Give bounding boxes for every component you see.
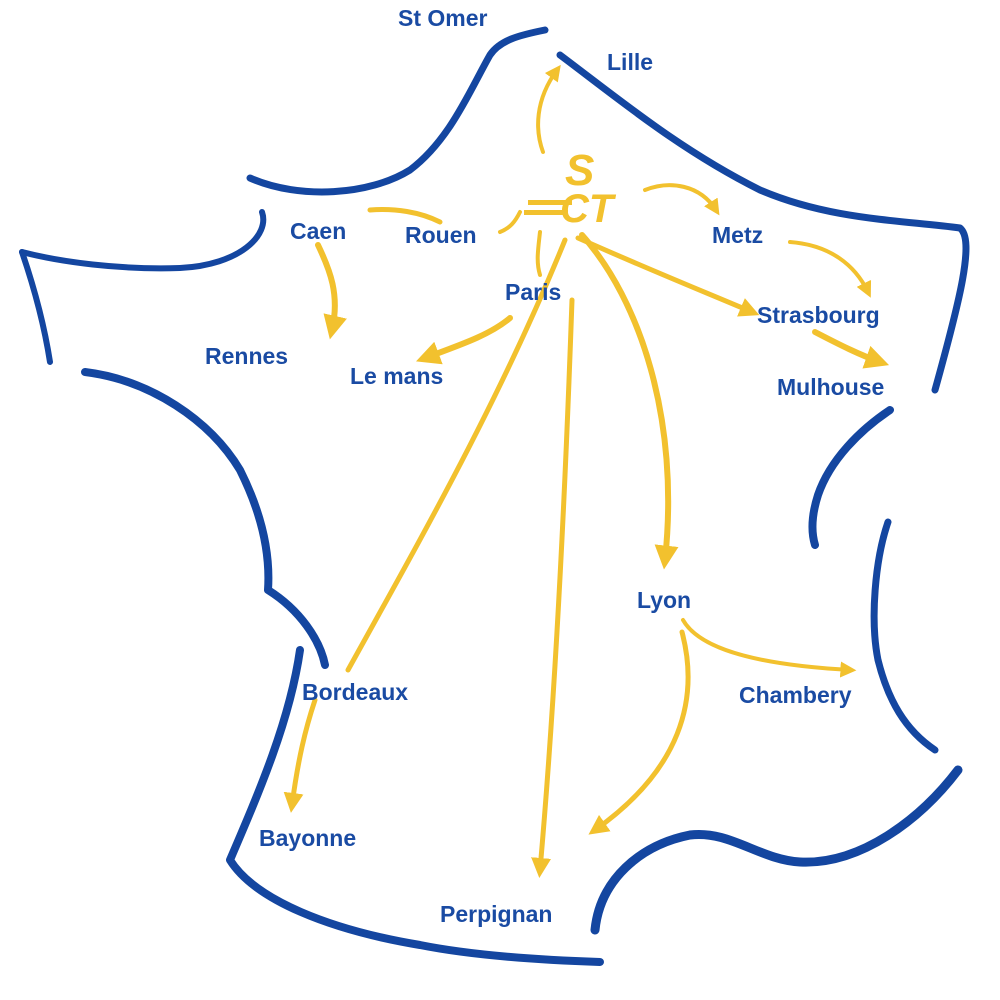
- city-label-lyon: Lyon: [637, 587, 691, 613]
- route-lyon-perpignan: [588, 629, 691, 835]
- route-bordeaux-bayonne: [283, 697, 318, 813]
- route-paris-lille: [536, 64, 561, 154]
- logo-top-letter: S: [565, 146, 594, 195]
- mediterranean-coast: [590, 765, 963, 935]
- city-label-lille: Lille: [607, 49, 653, 75]
- logo-bottom-letters: CT: [560, 187, 617, 231]
- route-paris-strasbourg: [575, 235, 760, 317]
- route-paris-bordeaux: [345, 237, 568, 673]
- city-label-rouen: Rouen: [405, 222, 477, 248]
- city-label-caen: Caen: [290, 218, 346, 244]
- route-paris-lemans: [416, 315, 513, 365]
- city-labels: St Omer Lille Caen Rouen Metz Paris Stra…: [205, 5, 884, 927]
- route-paris-caen-stub: [535, 230, 542, 277]
- routes: [283, 64, 890, 878]
- city-label-perpignan: Perpignan: [440, 901, 552, 927]
- city-label-rennes: Rennes: [205, 343, 288, 369]
- city-label-le-mans: Le mans: [350, 363, 443, 389]
- route-paris-rouen: [498, 210, 522, 234]
- route-strasbourg-mulhouse: [812, 329, 890, 369]
- coastline: [19, 26, 970, 966]
- route-rouen-caen: [367, 207, 443, 225]
- route-paris-lyon: [579, 232, 679, 570]
- route-caen-rennes: [315, 242, 347, 340]
- brittany-north-coast: [19, 249, 53, 365]
- logo-bar-top: [528, 200, 572, 205]
- route-lyon-chambery: [681, 618, 857, 678]
- city-label-paris: Paris: [505, 279, 561, 305]
- city-label-st-omer: St Omer: [398, 5, 488, 31]
- city-label-strasbourg: Strasbourg: [757, 302, 880, 328]
- city-label-chambery: Chambery: [739, 682, 852, 708]
- route-paris-perpignan: [531, 297, 575, 878]
- normandy-coast: [19, 209, 267, 272]
- sct-logo-icon: S CT: [524, 146, 617, 231]
- atlantic-coast: [81, 368, 329, 669]
- route-metz-strasbourg: [788, 240, 872, 298]
- landes-coast: [226, 646, 604, 966]
- city-label-bordeaux: Bordeaux: [302, 679, 408, 705]
- east-border: [556, 51, 970, 394]
- north-coast: [246, 26, 549, 196]
- city-label-metz: Metz: [712, 222, 763, 248]
- city-label-bayonne: Bayonne: [259, 825, 356, 851]
- city-label-mulhouse: Mulhouse: [777, 374, 884, 400]
- jura-border: [808, 406, 894, 549]
- route-paris-metz: [643, 183, 720, 216]
- logo-bar-bottom: [524, 210, 568, 215]
- alps-border: [870, 518, 939, 754]
